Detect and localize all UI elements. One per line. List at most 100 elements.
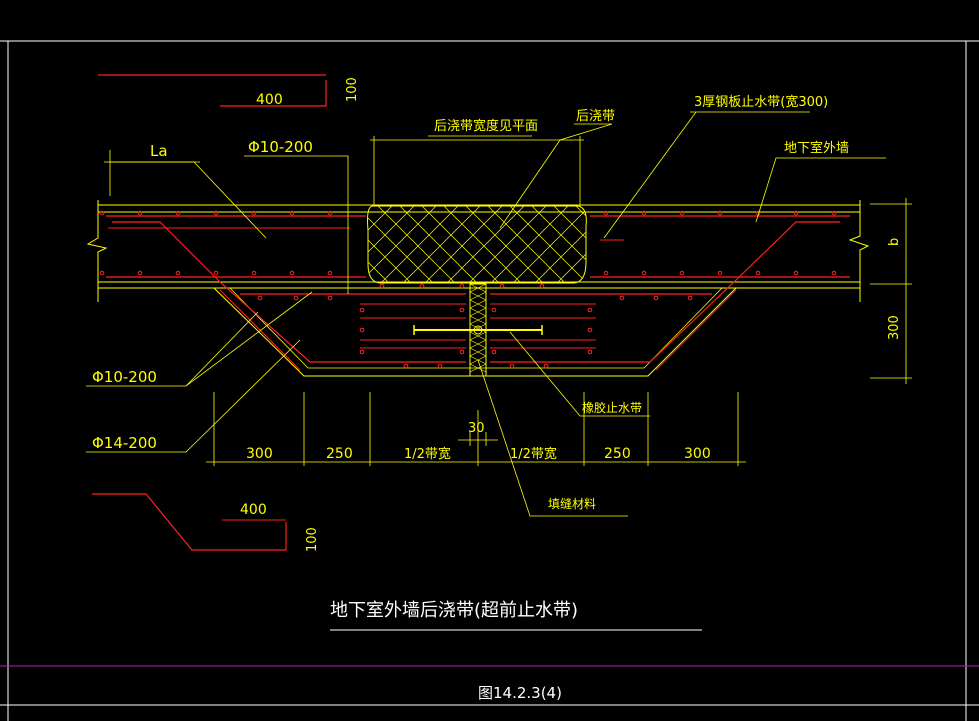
rebar-dot <box>679 270 685 276</box>
rebar-dot <box>327 295 333 301</box>
rebar-dot <box>499 283 505 289</box>
rebar-dot <box>491 349 497 355</box>
rebar-dot <box>251 270 257 276</box>
hatch-line <box>367 206 393 283</box>
rebar-dot <box>99 210 105 216</box>
filler-hatch-line <box>469 299 487 309</box>
hatch-line <box>268 206 348 286</box>
dim-4: 250 <box>604 446 631 462</box>
hatch-line <box>575 206 587 283</box>
rebar-dot <box>251 210 257 216</box>
hatch-line <box>509 206 587 283</box>
rebar-dot <box>717 210 723 216</box>
filler-hatch-line <box>469 307 487 317</box>
rebar-dot <box>603 270 609 276</box>
annotations: La Φ10-200 后浇带宽度见平面 后浇带 3厚钢板止水带(宽300) 地下… <box>92 94 902 511</box>
rebar-dot <box>293 295 299 301</box>
detail-bottom-length: 400 <box>240 502 267 518</box>
label-phi10-top: Φ10-200 <box>248 138 313 156</box>
label-basement-wall: 地下室外墙 <box>784 140 849 156</box>
filler-hatch-line <box>469 363 487 373</box>
hatch-line <box>620 206 700 286</box>
post-pour-band <box>246 205 700 286</box>
rebar-dot <box>459 349 465 355</box>
rebar-dot <box>379 283 385 289</box>
dim-0: 300 <box>246 446 273 462</box>
dim-1: 250 <box>326 446 353 462</box>
rebar-dot <box>793 270 799 276</box>
rebar-dot <box>327 210 333 216</box>
filler-hatch-line <box>469 347 487 357</box>
rebar-dot <box>257 295 263 301</box>
rebar-lines <box>106 215 850 371</box>
rebar-dot <box>687 295 693 301</box>
rebar-detail-bottom: 400 100 <box>92 493 320 552</box>
rebar-dot <box>587 327 593 333</box>
rebar-dot <box>289 210 295 216</box>
rebar-dot <box>793 210 799 216</box>
rebar-dot <box>437 363 443 369</box>
dim-5: 300 <box>684 446 711 462</box>
hatch-line <box>367 206 371 283</box>
rebar-dot <box>653 295 659 301</box>
label-la: La <box>150 142 168 160</box>
hatch-line <box>598 206 678 286</box>
label-dim-300-right: 300 <box>887 315 902 340</box>
rebar-dot <box>359 327 365 333</box>
hatch-line <box>377 206 459 283</box>
hatch-line <box>531 206 587 283</box>
rebar-dot <box>419 283 425 289</box>
hatch-line <box>367 206 415 283</box>
rebar-dot <box>327 270 333 276</box>
leader-lines <box>86 111 886 517</box>
rebar-dot <box>587 307 593 313</box>
rebar-dot <box>213 210 219 216</box>
rebar-dot <box>359 307 365 313</box>
filler-hatch-line <box>469 283 487 293</box>
rebar-dot <box>641 270 647 276</box>
detail-bottom-hook: 100 <box>305 527 320 552</box>
rebar-dots <box>99 210 837 369</box>
rebar-dot <box>603 210 609 216</box>
label-b: b <box>887 238 902 246</box>
hatch-line <box>246 206 326 286</box>
label-post-pour-width: 后浇带宽度见平面 <box>434 118 538 134</box>
rebar-dot <box>175 270 181 276</box>
rebar-dot <box>831 210 837 216</box>
rebar-dot <box>137 210 143 216</box>
hatch-line <box>598 206 678 286</box>
hatch-line <box>553 206 587 283</box>
label-phi14-left: Φ14-200 <box>92 434 157 452</box>
label-post-pour-band: 后浇带 <box>576 109 615 124</box>
rebar-dot <box>717 270 723 276</box>
filler-hatch-line <box>469 331 487 341</box>
rebar-dot <box>403 363 409 369</box>
rebar-dot <box>539 283 545 289</box>
rebar-dot <box>175 210 181 216</box>
rebar-dot <box>679 210 685 216</box>
rebar-dot <box>619 295 625 301</box>
hatch-line <box>487 206 569 283</box>
rebar-dot <box>99 270 105 276</box>
dim-30: 30 <box>468 421 485 436</box>
joint-filler <box>469 283 487 377</box>
hatch-line <box>367 206 371 283</box>
label-filler: 填缝材料 <box>548 496 596 511</box>
label-phi10-left: Φ10-200 <box>92 368 157 386</box>
drawing-title-block: 地下室外墙后浇带(超前止水带) 图14.2.3(4) <box>330 600 702 702</box>
rebar-dot <box>587 349 593 355</box>
rebar-dot <box>459 307 465 313</box>
hatch-line <box>443 206 525 283</box>
rebar-dot <box>491 307 497 313</box>
rebar-dot <box>543 363 549 369</box>
rebar-detail-top: 400 100 <box>98 74 360 108</box>
hatch-line <box>268 206 348 286</box>
dim-3: 1/2带宽 <box>510 446 557 462</box>
rebar-dot <box>289 270 295 276</box>
dim-2: 1/2带宽 <box>404 446 451 462</box>
rebar-dot <box>641 210 647 216</box>
figure-number: 图14.2.3(4) <box>478 684 562 702</box>
detail-top-hook: 100 <box>345 77 360 102</box>
hatch-line <box>465 206 547 283</box>
